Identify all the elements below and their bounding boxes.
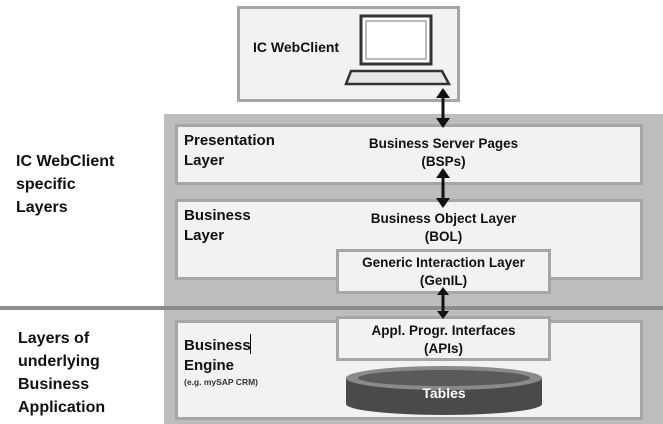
lower-side-line: Business: [18, 376, 90, 393]
business-engine-title: Business Engine: [184, 336, 251, 376]
presentation-layer-box: [175, 124, 643, 185]
upper-side-line: Layers: [16, 199, 68, 216]
content-line: Generic Interaction Layer: [362, 255, 525, 270]
title-line: Engine: [184, 357, 235, 374]
bsp-label: Business Server Pages (BSPs): [336, 135, 551, 171]
lower-side-line: Application: [18, 399, 106, 416]
text-cursor: [250, 334, 251, 354]
content-line: Appl. Progr. Interfaces: [371, 323, 516, 338]
lower-side-line: Layers of: [18, 330, 90, 347]
presentation-layer-title: Presentation Layer: [184, 131, 275, 171]
title-line: Layer: [184, 227, 225, 244]
upper-side-line: specific: [16, 176, 76, 193]
client-label: IC WebClient: [253, 39, 340, 55]
content-line: Business Server Pages: [368, 136, 519, 151]
title-line: Presentation: [184, 132, 275, 149]
lower-side-line: underlying: [18, 353, 100, 370]
content-line: (APIs): [423, 341, 463, 356]
title-line: Business: [184, 337, 251, 354]
genil-label: Generic Interaction Layer (GenIL): [336, 254, 551, 290]
business-layer-title: Business Layer: [184, 206, 251, 246]
api-label: Appl. Progr. Interfaces (APIs): [336, 322, 551, 358]
content-line: Business Object Layer: [370, 211, 517, 226]
upper-side-label: IC WebClient specific Layers: [16, 150, 114, 219]
content-line: (BOL): [424, 229, 463, 244]
engine-note: (e.g. mySAP CRM): [184, 377, 258, 387]
bol-label: Business Object Layer (BOL): [336, 210, 551, 246]
lower-side-label: Layers of underlying Business Applicatio…: [18, 327, 105, 419]
title-line: Business: [184, 207, 251, 224]
layer-divider: [0, 306, 663, 310]
upper-side-line: IC WebClient: [16, 153, 115, 170]
content-line: (BSPs): [421, 154, 466, 169]
api-box: [336, 316, 551, 361]
content-line: (GenIL): [419, 273, 468, 288]
title-line: Layer: [184, 152, 225, 169]
tables-label: Tables: [422, 385, 466, 401]
